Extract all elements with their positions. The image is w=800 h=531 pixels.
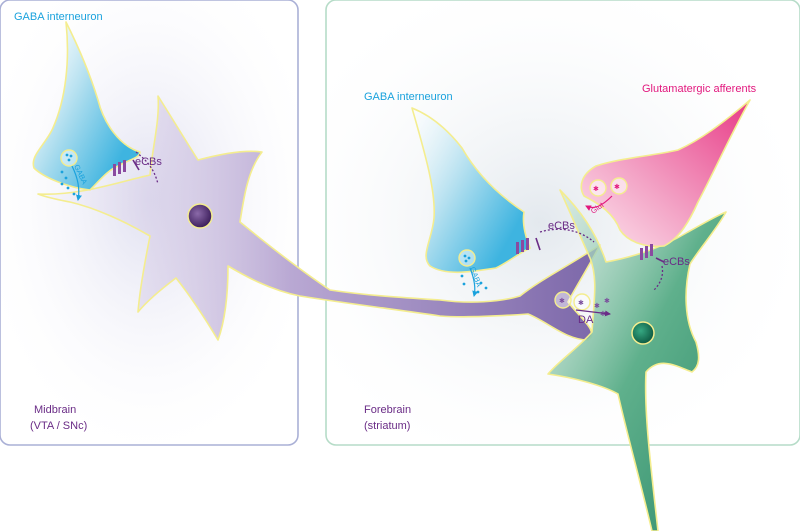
cb1-receptor-forebrain-glut (640, 244, 665, 291)
label-gaba-interneuron-midbrain: GABA interneuron (14, 11, 103, 23)
medium-spiny-neuron-nucleus (631, 321, 655, 345)
label-gaba-interneuron-forebrain: GABA interneuron (364, 91, 453, 103)
label-forebrain-line2: (striatum) (364, 420, 410, 432)
dopamine-neuron (37, 95, 601, 341)
svg-text:✱: ✱ (593, 185, 599, 193)
svg-text:✱: ✱ (600, 310, 606, 318)
label-midbrain-line2: (VTA / SNc) (30, 420, 87, 432)
label-glutamatergic-afferents: Glutamatergic afferents (642, 83, 757, 95)
gaba-vesicle-midbrain (60, 149, 82, 201)
glut-vesicle: ✱ ✱ (585, 177, 628, 211)
svg-text:✱: ✱ (604, 297, 610, 305)
label-ecbs-forebrain-glut: eCBs (663, 256, 690, 268)
cb1-receptor-forebrain-gaba (516, 228, 595, 254)
label-midbrain-line1: Midbrain (34, 404, 76, 416)
svg-text:✱: ✱ (559, 297, 565, 305)
cb1-receptor-midbrain (113, 151, 159, 185)
gaba-vesicle-forebrain (458, 249, 488, 297)
label-forebrain-line1: Forebrain (364, 404, 411, 416)
svg-text:✱: ✱ (578, 299, 584, 307)
label-ecbs-forebrain-gaba: eCBs (548, 220, 575, 232)
glutamatergic-afferent (580, 99, 751, 248)
medium-spiny-neuron (547, 189, 727, 531)
dopamine-neuron-nucleus (187, 203, 213, 229)
da-vesicles: ✱ ✱ ✱ ✱ ✱ (554, 291, 611, 318)
svg-text:✱: ✱ (594, 302, 600, 310)
gaba-interneuron-midbrain (32, 21, 141, 191)
label-da-release: DA (578, 314, 594, 326)
label-ecbs-midbrain: eCBs (135, 156, 162, 168)
svg-text:✱: ✱ (614, 183, 620, 191)
gaba-interneuron-forebrain (411, 107, 531, 274)
